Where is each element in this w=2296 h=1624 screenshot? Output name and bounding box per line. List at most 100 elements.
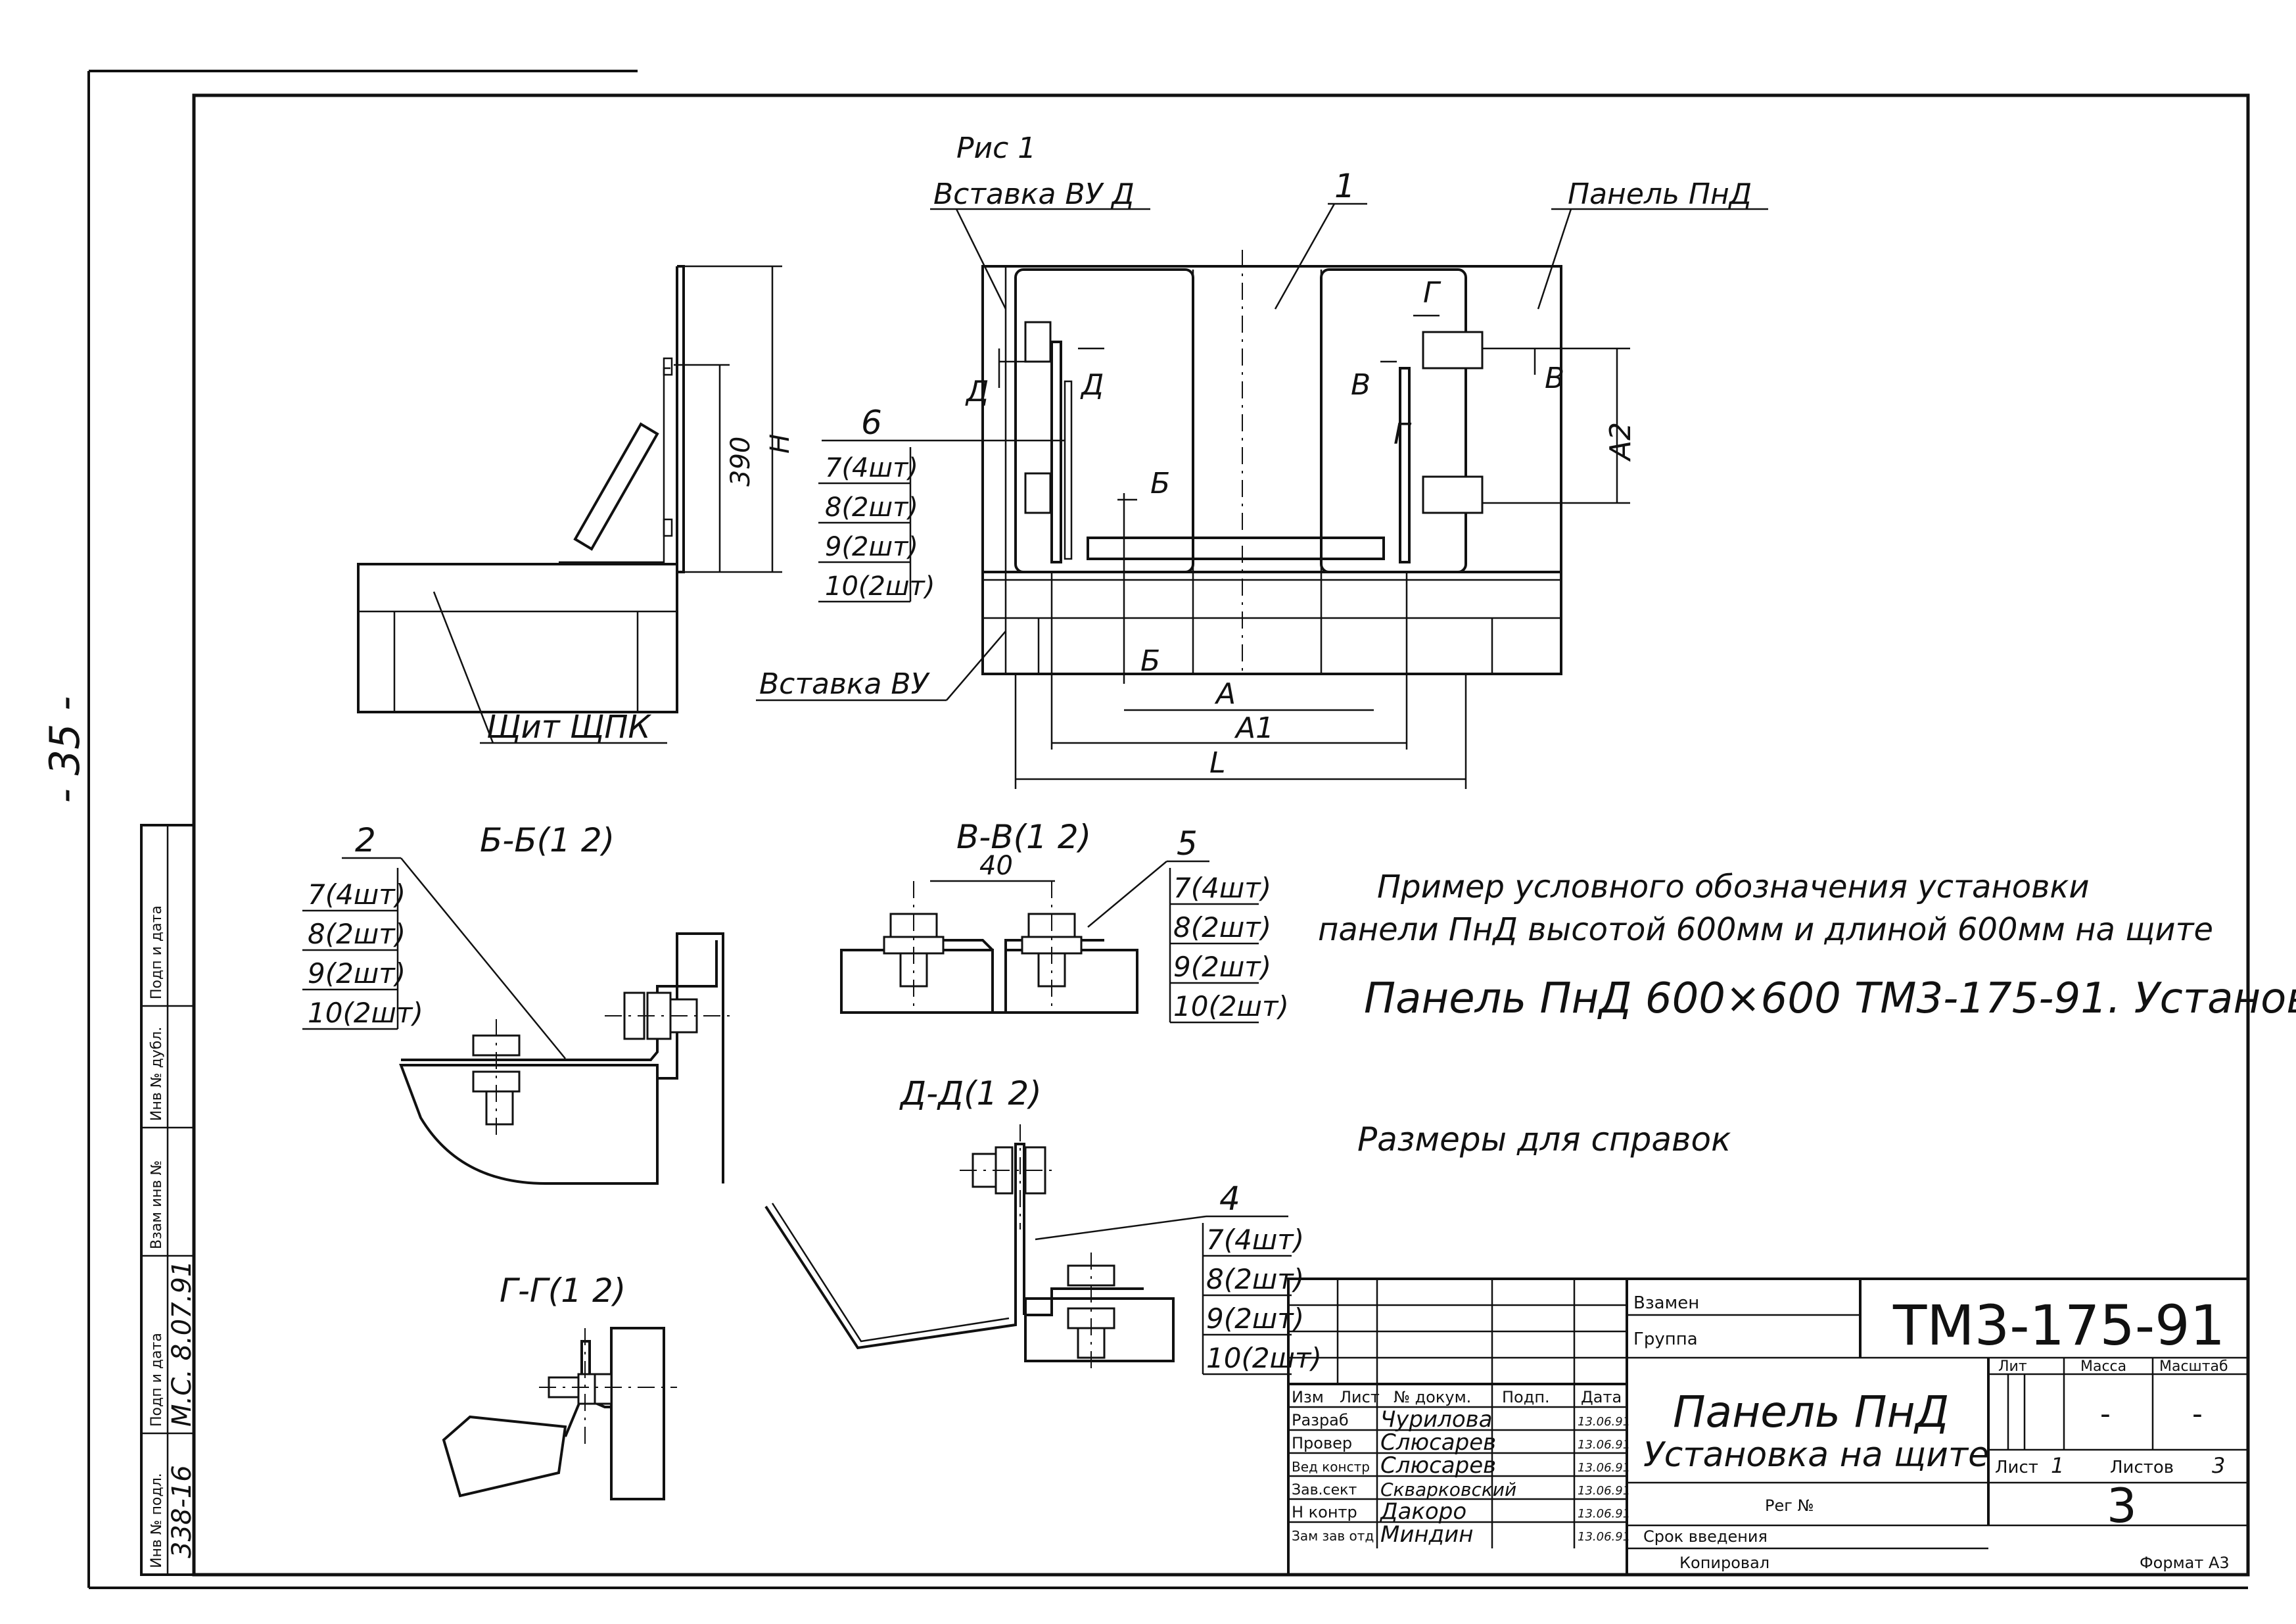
section-vv-title: В-В(1 2) bbox=[956, 818, 1091, 856]
tb-sheet-value: 1 bbox=[2051, 1453, 2064, 1478]
side-stamp bbox=[140, 824, 195, 1576]
stamp-label: Инв № дубл. bbox=[149, 1026, 165, 1121]
section-vv-pos: 5 bbox=[1177, 824, 1198, 863]
tb-sheet-label: Лист bbox=[1995, 1458, 2038, 1477]
section-bb-pos: 2 bbox=[355, 821, 376, 859]
vv-parts-list: 7(4шт) 8(2шт) 9(2шт) 10(2шт) bbox=[1169, 868, 1289, 1024]
pos-6: 6 bbox=[861, 404, 882, 442]
tb-row-name: Слюсарев bbox=[1380, 1429, 1496, 1456]
vv-part: 8(2шт) bbox=[1173, 911, 1271, 943]
cut-d-right: Д bbox=[1080, 368, 1104, 402]
cut-g-bottom: Г bbox=[1394, 418, 1412, 451]
tb-format: Формат А3 bbox=[2140, 1554, 2230, 1572]
page-number: - 35 - bbox=[41, 696, 89, 803]
parts-list-1-item: 9(2шт) bbox=[825, 532, 918, 562]
tb-mass-label: Масса bbox=[2080, 1358, 2126, 1375]
figure-title: Рис 1 bbox=[956, 131, 1036, 165]
dim-a1-label: A1 bbox=[1234, 711, 1274, 745]
tb-row-name: Чурилова bbox=[1380, 1406, 1493, 1433]
tb-mass-value: - bbox=[2100, 1397, 2111, 1431]
tb-row-name: Скварковский bbox=[1380, 1479, 1516, 1500]
bb-part: 8(2шт) bbox=[308, 918, 406, 950]
vv-part: 10(2шт) bbox=[1173, 990, 1289, 1022]
tb-row-date: 13.06.91 bbox=[1578, 1438, 1630, 1452]
tb-header-list: Лист bbox=[1340, 1388, 1380, 1406]
tb-name-line1: Панель ПнД bbox=[1673, 1387, 1949, 1437]
note-example-line2: панели ПнД высотой 600мм и длиной 600мм … bbox=[1318, 911, 2213, 948]
label-panel-pnd: Панель ПнД bbox=[1568, 178, 1752, 211]
parts-list-1-item: 7(4шт) bbox=[825, 453, 918, 483]
stamp-label: Взам инв № bbox=[149, 1160, 165, 1249]
tb-header-podp: Подп. bbox=[1502, 1388, 1550, 1406]
cut-b-bottom: Б bbox=[1140, 644, 1160, 678]
tb-row-role: Вед констр bbox=[1292, 1459, 1370, 1475]
label-vstavka-vu: Вставка ВУ bbox=[759, 667, 931, 701]
section-vv-dim: 40 bbox=[979, 851, 1013, 881]
parts-list-1-item: 10(2шт) bbox=[825, 571, 935, 602]
cut-d-left: Д bbox=[965, 375, 989, 408]
tb-row-role: Провер bbox=[1292, 1434, 1352, 1452]
section-gg-drawing bbox=[442, 1327, 677, 1500]
stamp-value: М.С. 8.07.91 bbox=[167, 1260, 197, 1427]
cut-v-right: В bbox=[1545, 362, 1564, 395]
section-dd-pos: 4 bbox=[1219, 1180, 1240, 1218]
tb-scale-value: - bbox=[2192, 1397, 2203, 1431]
dim-a-label: A bbox=[1214, 677, 1236, 711]
cut-b-top: Б bbox=[1150, 467, 1170, 500]
tb-row-date: 13.06.91 bbox=[1578, 1461, 1630, 1475]
cut-v-left: В bbox=[1351, 368, 1371, 402]
stamp-value: 338-16 bbox=[167, 1465, 197, 1558]
tb-zamen: Взамен bbox=[1633, 1293, 1699, 1313]
tb-sheets-value: 3 bbox=[2212, 1453, 2225, 1478]
dim-a2-label: A2 bbox=[1604, 422, 1637, 462]
section-vv-drawing bbox=[840, 881, 1138, 1014]
tb-row-role: Разраб bbox=[1292, 1411, 1349, 1429]
bb-part: 10(2шт) bbox=[308, 997, 423, 1029]
tb-reg-label: Рег № bbox=[1765, 1496, 1814, 1515]
tb-row-name: Слюсарев bbox=[1380, 1452, 1496, 1479]
tb-row-date: 13.06.91 bbox=[1578, 1507, 1630, 1521]
tb-row-name: Миндин bbox=[1380, 1521, 1474, 1548]
tb-row-date: 13.06.91 bbox=[1578, 1484, 1630, 1498]
section-dd-drawing bbox=[764, 1124, 1175, 1371]
dim-h-label: H bbox=[765, 434, 795, 454]
section-gg-title: Г-Г(1 2) bbox=[500, 1272, 626, 1310]
parts-list-1-item: 8(2шт) bbox=[825, 492, 918, 523]
section-dd-title: Д-Д(1 2) bbox=[899, 1074, 1042, 1112]
tb-gruppa: Группа bbox=[1633, 1329, 1698, 1349]
tb-row-role: Н контр bbox=[1292, 1503, 1357, 1521]
cut-g-top: Г bbox=[1423, 276, 1441, 310]
tb-row-role: Зам зав отд bbox=[1292, 1528, 1374, 1544]
front-view bbox=[981, 250, 1562, 677]
dim-390-label: 390 bbox=[726, 437, 756, 487]
note-example-line1: Пример условного обозначения установки bbox=[1377, 869, 2090, 905]
tb-row-role: Зав.сект bbox=[1292, 1482, 1357, 1498]
stamp-label: Подп и дата bbox=[149, 905, 165, 999]
tb-scale-label: Масштаб bbox=[2159, 1358, 2228, 1375]
dd-parts-list: 7(4шт) 8(2шт) 9(2шт) 10(2шт) bbox=[1202, 1223, 1322, 1375]
label-vstavka-vud: Вставка ВУ Д bbox=[933, 178, 1135, 211]
tb-signature-rows: Разраб Чурилова 13.06.91 Провер Слюсарев… bbox=[1292, 1406, 1630, 1548]
parts-list-1: 7(4шт) 8(2шт) 9(2шт) 10(2шт) bbox=[818, 447, 935, 603]
section-bb-drawing bbox=[399, 932, 736, 1185]
bb-parts-list: 7(4шт) 8(2шт) 9(2шт) 10(2шт) bbox=[302, 868, 423, 1030]
bb-part: 9(2шт) bbox=[308, 957, 406, 990]
section-bb-title: Б-Б(1 2) bbox=[480, 821, 615, 859]
tb-header-doc: № докум. bbox=[1394, 1388, 1471, 1406]
note-designation: Панель ПнД 600×600 ТМ3-175-91. Установка… bbox=[1364, 974, 2296, 1023]
tb-doc-code: ТМ3-175-91 bbox=[1892, 1293, 2225, 1358]
stamp-label: Подп и дата bbox=[149, 1333, 165, 1427]
tb-header-izm: Изм bbox=[1292, 1388, 1324, 1406]
dd-part: 7(4шт) bbox=[1206, 1224, 1304, 1256]
label-shchit: Щит ЩПК bbox=[486, 709, 652, 746]
tb-row-name: Дакоро bbox=[1379, 1498, 1466, 1525]
vv-part: 9(2шт) bbox=[1173, 951, 1271, 983]
tb-name-line2: Установка на щите bbox=[1643, 1435, 1989, 1475]
tb-header-data: Дата bbox=[1581, 1388, 1622, 1406]
stamp-label: Инв № подл. bbox=[149, 1473, 165, 1568]
tb-lit-label: Лит bbox=[1998, 1358, 2027, 1375]
dim-l-label: L bbox=[1209, 746, 1226, 780]
side-view bbox=[357, 265, 782, 713]
